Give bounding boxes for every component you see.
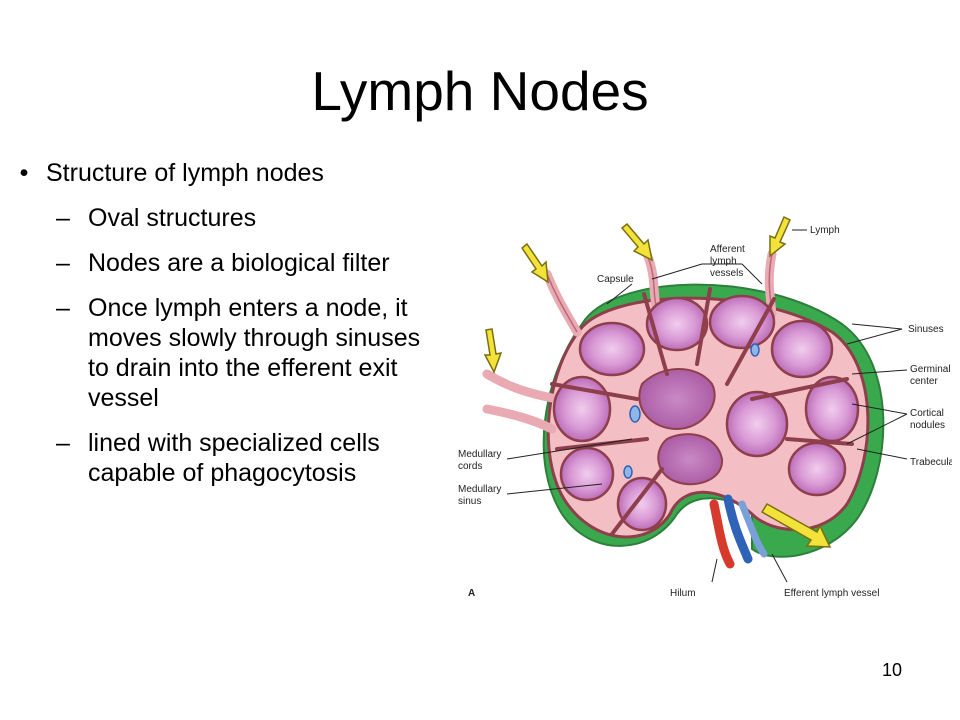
label-trabeculae: Trabeculae bbox=[910, 457, 952, 468]
label-afferent-3: vessels bbox=[710, 268, 743, 279]
label-cortical-1: Cortical bbox=[910, 408, 944, 419]
label-sinuses: Sinuses bbox=[908, 324, 944, 335]
label-cortical-2: nodules bbox=[910, 420, 945, 431]
subbullet-phagocytosis: – lined with specialized cells capable o… bbox=[14, 428, 444, 488]
lymph-node-diagram: Lymph Afferent lymph vessels Capsule Sin… bbox=[458, 215, 952, 599]
subbullet-text: Once lymph enters a node, it moves slowl… bbox=[88, 294, 421, 412]
label-lymph: Lymph bbox=[810, 225, 840, 236]
bullet-dot: • bbox=[19, 159, 29, 187]
slide-number: 10 bbox=[881, 660, 902, 680]
label-germinal-2: center bbox=[910, 376, 938, 387]
subbullet-sinuses: – Once lymph enters a node, it moves slo… bbox=[14, 293, 444, 413]
bullet-list: • Structure of lymph nodes – Oval struct… bbox=[14, 158, 444, 488]
cortical-nodules bbox=[552, 294, 860, 532]
label-efferent: Efferent lymph vessel bbox=[784, 588, 879, 599]
dash-mark: – bbox=[56, 249, 70, 277]
subbullet-text: Oval structures bbox=[88, 204, 257, 232]
subbullet-text: lined with specialized cells capable of … bbox=[88, 429, 380, 487]
label-afferent-1: Afferent bbox=[710, 244, 745, 255]
label-capsule: Capsule bbox=[597, 274, 634, 285]
leader-lines bbox=[506, 229, 908, 583]
medullary-cords bbox=[638, 368, 724, 486]
slide-title: Lymph Nodes bbox=[311, 60, 649, 122]
lymph-arrows bbox=[483, 215, 832, 548]
label-germinal-1: Germinal bbox=[910, 364, 951, 375]
label-hilum: Hilum bbox=[670, 588, 696, 599]
dash-mark: – bbox=[56, 294, 70, 322]
label-medullary-cords-2: cords bbox=[458, 461, 482, 472]
label-medullary-cords-1: Medullary bbox=[458, 449, 501, 460]
label-panel: A bbox=[468, 588, 475, 599]
sinus-vessels bbox=[623, 343, 760, 479]
subbullet-oval: – Oval structures bbox=[14, 203, 444, 233]
bullet-structure: • Structure of lymph nodes bbox=[14, 158, 444, 188]
bullet-text: Structure of lymph nodes bbox=[46, 159, 324, 187]
dash-mark: – bbox=[56, 204, 70, 232]
hilum-vessels bbox=[709, 494, 768, 569]
subbullet-text: Nodes are a biological filter bbox=[88, 249, 390, 277]
label-afferent-2: lymph bbox=[710, 256, 737, 267]
label-medullary-sinus-2: sinus bbox=[458, 496, 481, 507]
subbullet-filter: – Nodes are a biological filter bbox=[14, 248, 444, 278]
trabeculae bbox=[550, 287, 854, 536]
dash-mark: – bbox=[56, 429, 70, 457]
label-medullary-sinus-1: Medullary bbox=[458, 484, 501, 495]
